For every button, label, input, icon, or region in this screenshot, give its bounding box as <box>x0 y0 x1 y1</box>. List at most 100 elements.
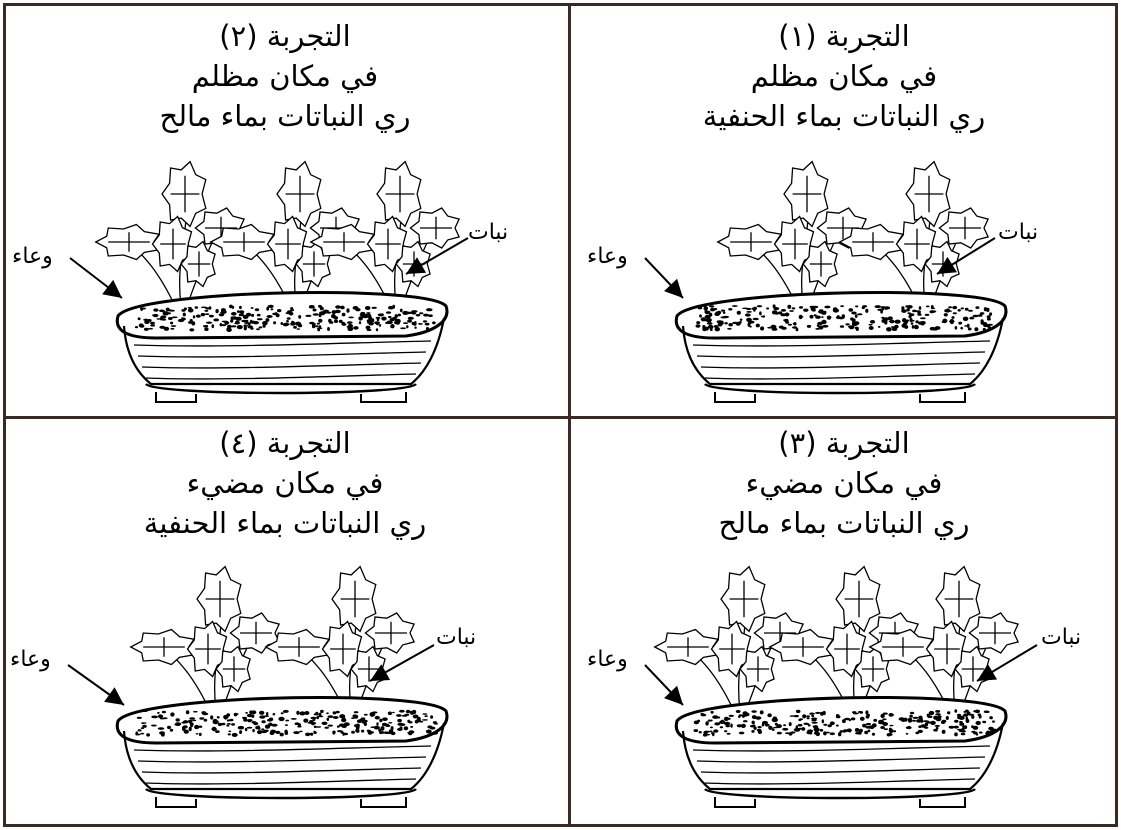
soil-particle <box>226 713 231 717</box>
soil-particle <box>821 719 824 724</box>
experiment-place: في مكان مظلم <box>750 59 938 93</box>
soil-particle <box>822 324 829 328</box>
soil-particle <box>944 309 949 313</box>
soil-particle <box>239 310 245 314</box>
soil-particle <box>210 715 214 720</box>
soil-particle <box>818 325 824 330</box>
soil-particle <box>960 307 964 310</box>
soil-particle <box>341 312 346 317</box>
soil-particle <box>881 320 888 323</box>
soil-particle <box>284 731 289 735</box>
soil-particle <box>397 718 402 723</box>
experiment-water: ري النباتات بماء الحنفية <box>702 99 986 133</box>
soil-particle <box>216 716 220 719</box>
soil-particle <box>809 314 814 319</box>
soil-particle <box>752 317 759 321</box>
soil-particle <box>425 729 432 734</box>
soil-particle <box>883 728 889 730</box>
pot-base <box>704 787 976 800</box>
soil-particle <box>358 321 362 325</box>
soil-particle <box>725 717 731 720</box>
soil-particle <box>909 714 913 718</box>
soil-particle <box>726 723 730 728</box>
soil-particle <box>297 725 302 728</box>
soil-particle <box>340 730 344 734</box>
soil-particle <box>965 719 970 723</box>
soil-particle <box>762 720 768 725</box>
pot-base <box>704 382 976 395</box>
soil-particle <box>348 316 354 319</box>
soil-particle <box>848 325 855 330</box>
soil-particle <box>977 314 983 317</box>
soil-particle <box>851 311 857 315</box>
soil-particle <box>945 716 949 720</box>
soil-particle <box>159 317 164 321</box>
soil-particle <box>220 311 227 314</box>
pot-base <box>145 382 417 395</box>
soil-particle <box>195 314 201 318</box>
soil-particle <box>982 720 987 724</box>
pot-groove <box>692 745 991 752</box>
plant-icon <box>838 160 990 307</box>
soil-particle <box>327 327 330 331</box>
soil-particle <box>934 724 941 727</box>
soil-particle <box>867 725 874 729</box>
soil-particle <box>215 730 220 733</box>
soil-particle <box>185 710 190 715</box>
soil-particle <box>818 310 825 314</box>
soil-particle <box>858 730 862 735</box>
pot-body <box>681 722 1005 791</box>
pot-foot <box>360 392 407 403</box>
soil-particle <box>170 321 174 325</box>
pot-illustration <box>644 160 1008 403</box>
soil-particle <box>905 732 909 735</box>
soil <box>134 304 436 332</box>
soil-particle <box>341 321 346 325</box>
soil-particle <box>244 727 248 732</box>
soil-particle <box>947 711 951 715</box>
soil-particle <box>919 317 926 320</box>
soil-particle <box>704 733 711 736</box>
soil-particle <box>382 722 387 725</box>
soil-particle <box>363 713 368 716</box>
soil-particle <box>388 722 393 724</box>
soil-particle <box>928 710 935 716</box>
soil-particle <box>744 313 751 317</box>
soil-particle <box>200 306 207 309</box>
plant-arrow-icon <box>405 237 469 275</box>
soil-particle <box>310 732 314 736</box>
soil-particle <box>836 315 840 320</box>
soil-particle <box>310 721 317 725</box>
soil-particle <box>432 321 436 325</box>
leaf-vein <box>340 580 370 618</box>
soil-particle <box>751 710 757 713</box>
soil-particle <box>821 316 824 318</box>
soil-particle <box>839 730 843 733</box>
pot-base <box>145 787 417 800</box>
soil-particle <box>157 727 165 730</box>
soil-particle <box>730 723 733 728</box>
soil-particle <box>898 717 905 721</box>
soil-particle <box>859 716 865 721</box>
soil-particle <box>368 321 374 326</box>
soil-particle <box>423 313 429 317</box>
soil-particle <box>250 320 256 324</box>
soil-particle <box>296 328 301 330</box>
soil-particle <box>930 305 934 310</box>
soil-particle <box>375 328 379 332</box>
soil-particle <box>382 717 388 721</box>
leaf-vein <box>420 216 452 240</box>
soil-particle <box>135 731 139 736</box>
pot-icon <box>674 696 1008 808</box>
soil-particle <box>198 725 203 728</box>
soil-particle <box>772 304 776 309</box>
soil-particle <box>407 719 411 723</box>
soil-particle <box>170 325 177 327</box>
experiment-title: التجربة (٢) <box>219 19 351 53</box>
soil-particle <box>783 319 789 322</box>
soil-particle <box>961 725 967 728</box>
soil-particle <box>294 722 300 725</box>
soil-particle <box>789 310 794 312</box>
soil-particle <box>740 723 746 728</box>
soil-particle <box>157 711 160 714</box>
